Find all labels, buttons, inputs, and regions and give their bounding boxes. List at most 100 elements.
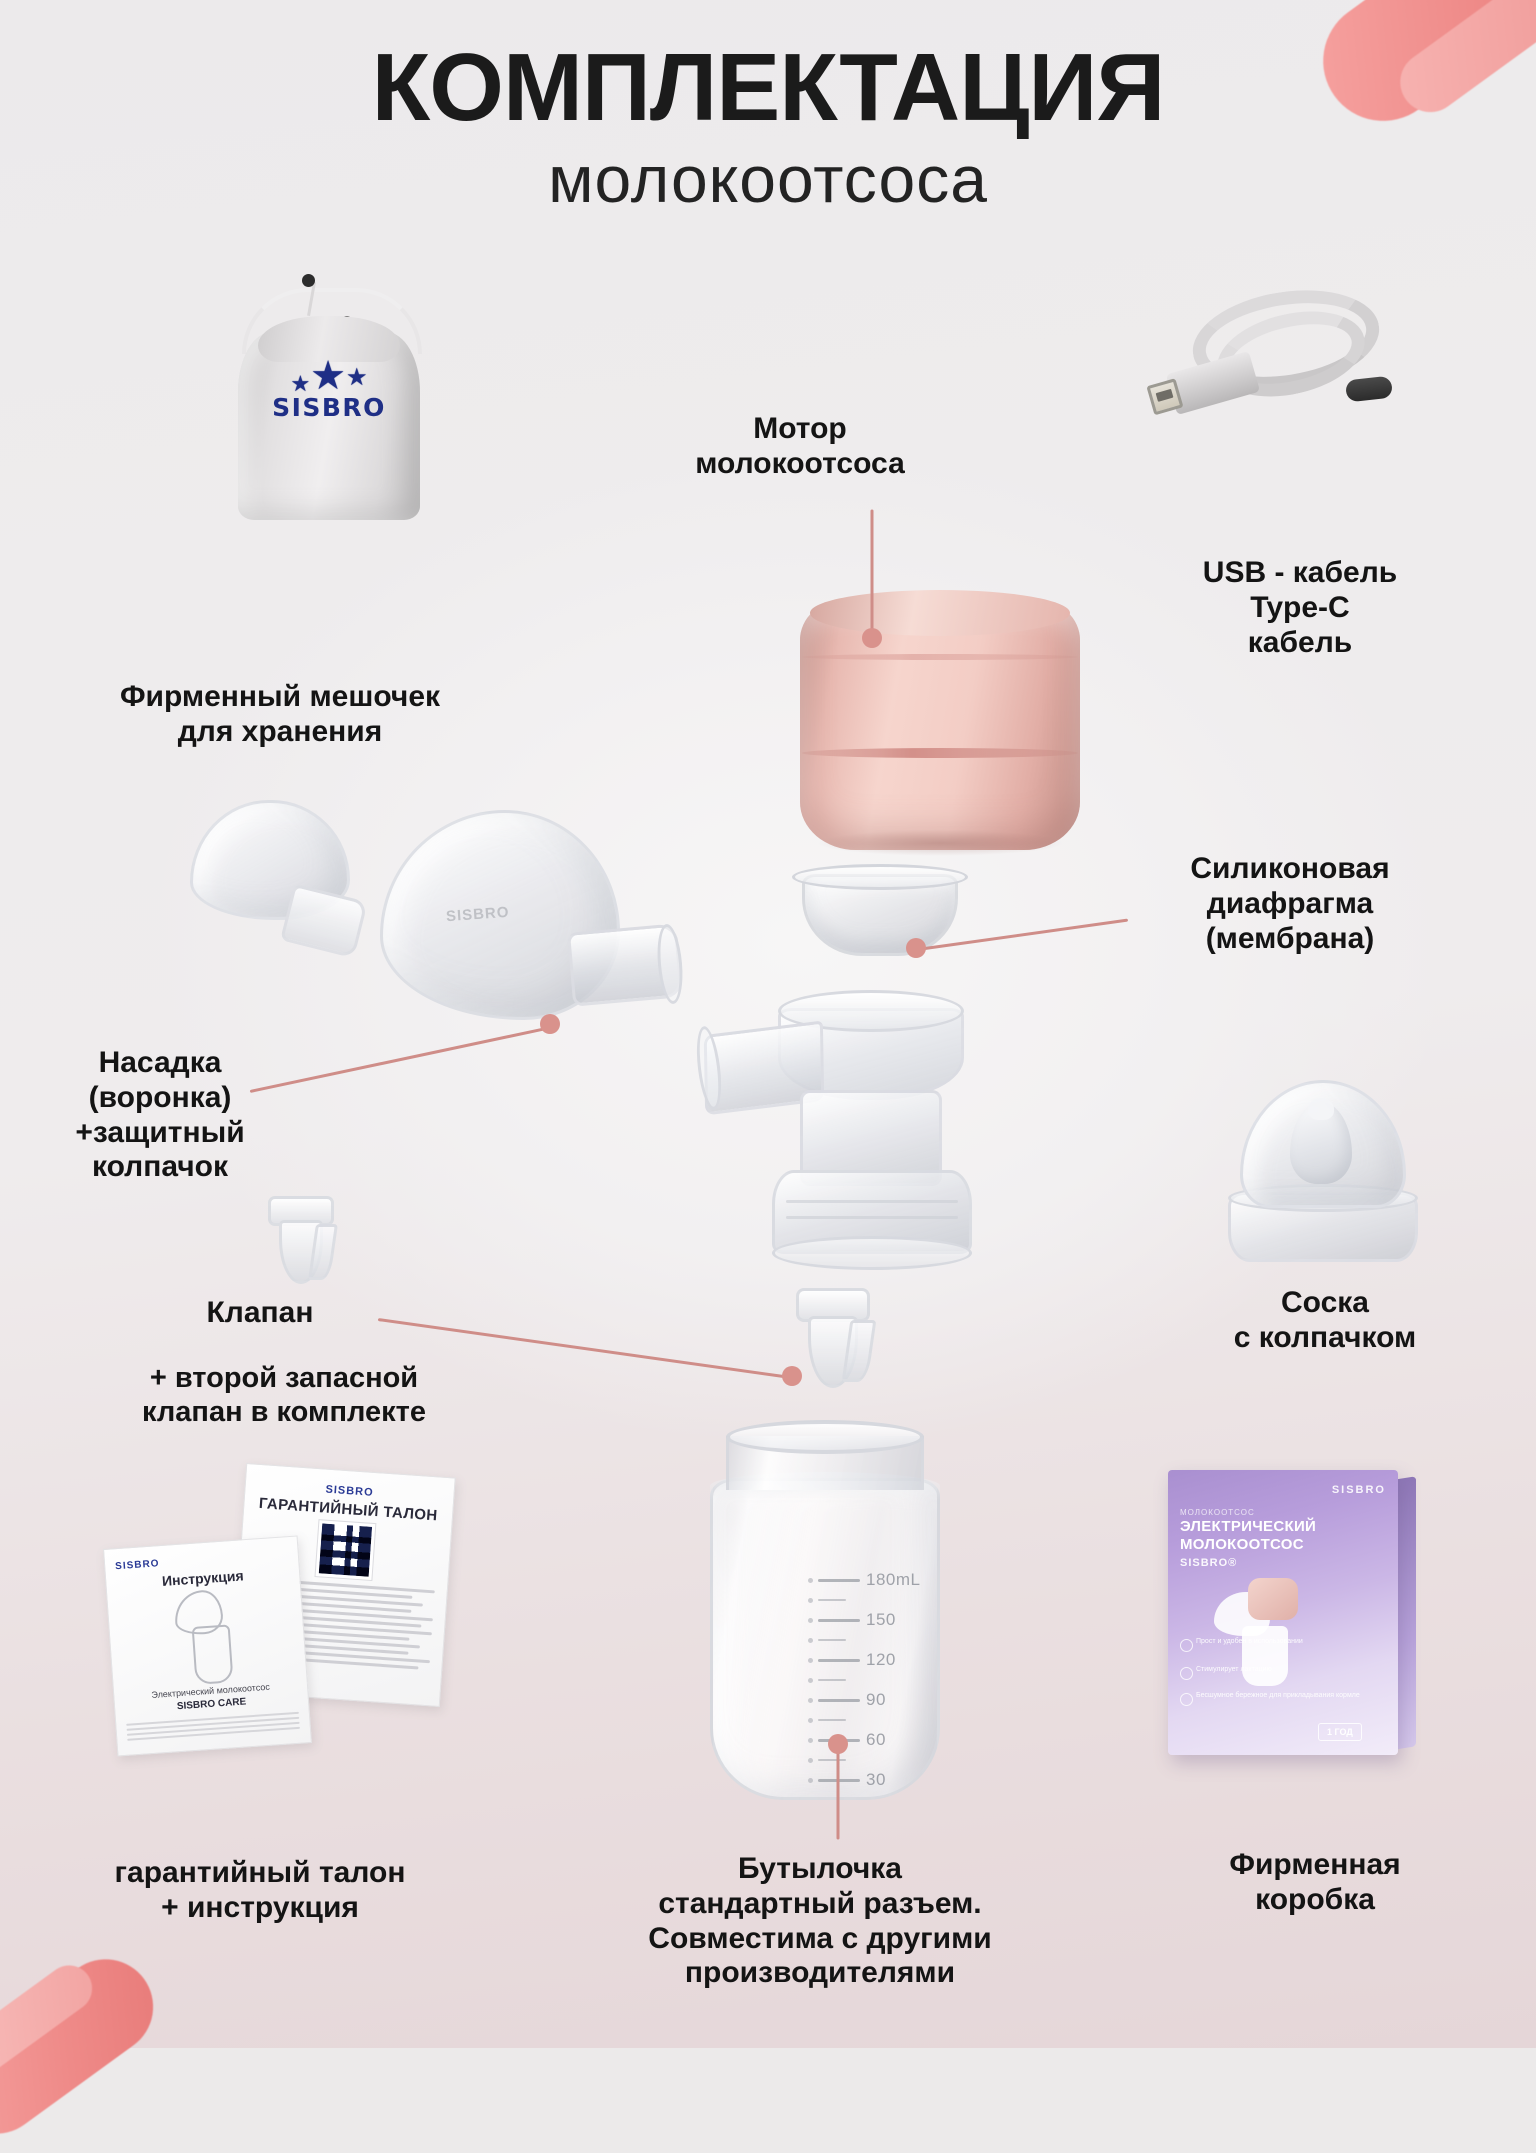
- pump-body-connector-illustration: [692, 990, 1000, 1280]
- storage-bag-illustration: ★★★ SISBRO: [214, 272, 444, 522]
- bottle-scale-mark: [818, 1658, 860, 1662]
- motor-seam-upper: [802, 654, 1078, 660]
- box-feature-item: Бесшумное бережное для прикладывания кор…: [1180, 1692, 1360, 1706]
- bottle-scale-tick: 120: [808, 1650, 928, 1670]
- box-eyebrow-text: МОЛОКООТСОС: [1180, 1508, 1255, 1517]
- leader-line-bottle: [836, 1743, 840, 1840]
- bottle-scale-dot: [808, 1657, 813, 1663]
- motor-seam-lower: [802, 748, 1078, 758]
- callout-label-diaphragm: Силиконовая диафрагма (мембрана): [1190, 852, 1390, 955]
- leader-dot-diaphragm: [906, 938, 926, 958]
- bottle-measurement-scale: 180mL 150 120 90 60 30: [808, 1570, 928, 1790]
- protective-cap-illustration: [190, 800, 380, 1000]
- box-warranty-badge: 1 ГОД: [1318, 1723, 1362, 1741]
- bag-body: [238, 332, 420, 520]
- callout-label-retail-box: Фирменная коробка: [1229, 1848, 1401, 1916]
- usb-type-c-plug: [1344, 375, 1394, 403]
- connector-thread-line: [786, 1200, 958, 1203]
- bottle-scale-tick: 180mL: [808, 1570, 928, 1590]
- bottle-scale-label: 120: [866, 1650, 896, 1669]
- bag-stars-icon: ★★★: [290, 354, 368, 398]
- connector-top-rim: [778, 990, 964, 1032]
- callout-label-nipple: Соска с колпачком: [1233, 1286, 1417, 1354]
- callout-label-motor: Мотор молокоотсоса: [695, 412, 905, 480]
- box-top-brand: SISBRO: [1331, 1484, 1386, 1496]
- bottle-scale-mark: [818, 1698, 860, 1702]
- spare-valve-head: [268, 1196, 334, 1226]
- callout-label-usb-cable: USB - кабель Type-C кабель: [1202, 556, 1398, 659]
- bottle-scale-tick: 30: [808, 1770, 928, 1790]
- callout-label-documents: гарантийный талон + инструкция: [114, 1856, 406, 1924]
- bottle-scale-dot: [808, 1697, 813, 1703]
- leader-dot-valve: [782, 1366, 802, 1386]
- bottle-scale-tick: 90: [808, 1690, 928, 1710]
- motor-top-cap: [810, 590, 1070, 636]
- bag-cord-tip-left: [302, 274, 315, 287]
- box-photo-bottle: [1242, 1626, 1288, 1686]
- bag-neck: [258, 316, 400, 362]
- bottle-neck-rim: [726, 1420, 924, 1454]
- bag-brand-text: SISBRO: [272, 393, 386, 422]
- bottle-scale-mark: [818, 1679, 846, 1681]
- bottle-scale-mark: [818, 1618, 860, 1622]
- callout-label-bottle: Бутылочка стандартный разъем. Совместима…: [648, 1852, 992, 1990]
- page-subtitle: молокоотсоса: [548, 141, 988, 216]
- qr-code-icon: [314, 1519, 377, 1582]
- teat-tip-highlight: [1308, 1098, 1334, 1120]
- box-product-photo: [1214, 1578, 1334, 1688]
- bottle-scale-dot: [808, 1677, 813, 1683]
- callout-label-valve: Клапан: [206, 1296, 314, 1329]
- bag-logo: ★★★ SISBRO: [270, 354, 388, 422]
- leader-dot-funnel: [540, 1014, 560, 1034]
- bottle-scale-dot: [808, 1577, 813, 1583]
- instruction-leaflet: SISBRO Инструкция Электрический молокоот…: [102, 1535, 313, 1757]
- bottle-scale-mark: [818, 1719, 846, 1721]
- leader-line-motor: [870, 509, 874, 630]
- bottle-scale-label: 90: [866, 1690, 886, 1709]
- bottle-scale-dot: [808, 1597, 813, 1603]
- retail-box-illustration: SISBRO МОЛОКООТСОС ЭЛЕКТРИЧЕСКИЙ МОЛОКОО…: [1168, 1470, 1416, 1755]
- instruction-text-lines: [126, 1711, 300, 1741]
- bottle-scale-dot: [808, 1617, 813, 1623]
- page-title: КОМПЛЕКТАЦИЯ: [371, 34, 1166, 141]
- bottle-scale-tick: [808, 1630, 928, 1650]
- bottle-scale-dot: [808, 1737, 813, 1743]
- motor-shell: [800, 600, 1080, 850]
- box-title: ЭЛЕКТРИЧЕСКИЙ МОЛОКООТСОС: [1180, 1518, 1317, 1553]
- bottle-scale-tick: [808, 1750, 928, 1770]
- usb-a-plug: [1146, 350, 1261, 416]
- bottle-scale-label: 150: [866, 1610, 896, 1629]
- callout-label-funnel: Насадка (воронка) +защитный колпачок: [75, 1046, 245, 1184]
- bottle-scale-dot: [808, 1757, 813, 1763]
- page-header: КОМПЛЕКТАЦИЯ молокоотсоса: [0, 34, 1536, 216]
- bottle-scale-label: 180mL: [866, 1570, 921, 1589]
- usb-cable-illustration: [1146, 277, 1408, 436]
- box-front-panel: SISBRO МОЛОКООТСОС ЭЛЕКТРИЧЕСКИЙ МОЛОКОО…: [1168, 1470, 1398, 1755]
- bottle-scale-mark: [818, 1578, 860, 1582]
- documents-illustration: SISBRO ГАРАНТИЙНЫЙ ТАЛОН SISBRO Инструкц…: [102, 1462, 470, 1757]
- silicone-diaphragm-illustration: [792, 860, 968, 968]
- box-brand: SISBRO®: [1180, 1557, 1238, 1570]
- connector-thread-line: [786, 1216, 958, 1219]
- diaphragm-rim: [792, 864, 968, 890]
- instruction-product-diagram: [167, 1588, 247, 1685]
- bottle-scale-dot: [808, 1717, 813, 1723]
- motor-drop-shadow: [816, 830, 1064, 856]
- duckbill-valve-illustration: [788, 1288, 878, 1398]
- cap-stem: [280, 883, 368, 959]
- connector-base-rim: [772, 1236, 972, 1270]
- bottle-scale-label: 60: [866, 1730, 886, 1749]
- callout-label-valve-spare: + второй запасной клапан в комплекте: [142, 1362, 426, 1428]
- callout-label-storage-bag: Фирменный мешочек для хранения: [119, 680, 441, 748]
- milk-bottle-illustration: 180mL 150 120 90 60 30: [700, 1420, 950, 1810]
- leader-dot-bottle: [828, 1734, 848, 1754]
- teat-with-cap-illustration: [1228, 1080, 1418, 1280]
- box-photo-motor: [1248, 1578, 1298, 1620]
- bottle-scale-label: 30: [866, 1770, 886, 1789]
- bottle-scale-tick: [808, 1710, 928, 1730]
- bottle-scale-dot: [808, 1777, 813, 1783]
- bottle-scale-tick: [808, 1590, 928, 1610]
- spare-valve-illustration: [262, 1196, 342, 1296]
- leader-dot-motor: [862, 628, 882, 648]
- bottle-scale-mark: [818, 1759, 846, 1761]
